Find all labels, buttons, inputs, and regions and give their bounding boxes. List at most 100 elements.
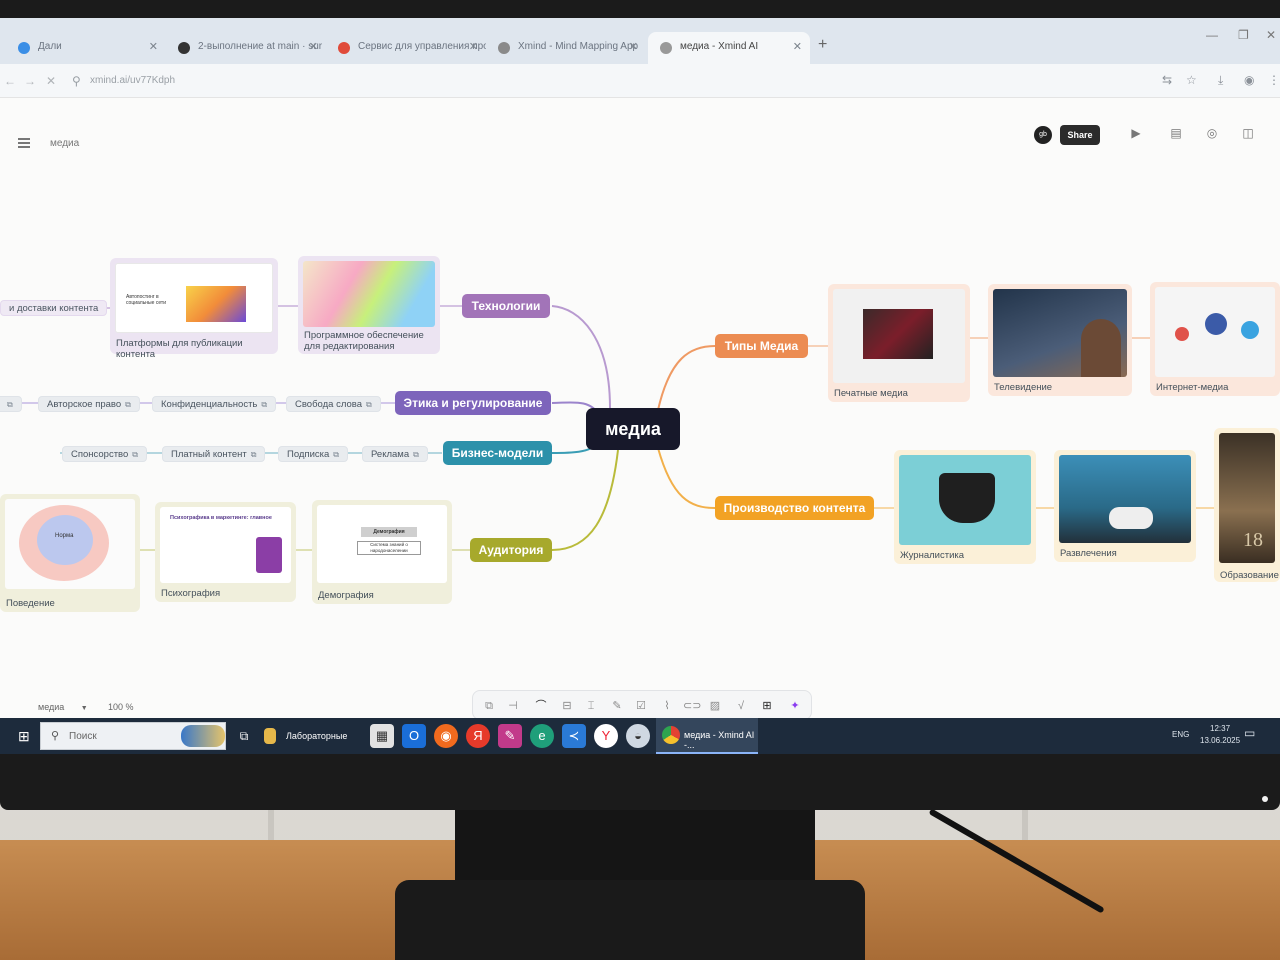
- add-subtopic-icon[interactable]: ⊣: [508, 700, 518, 712]
- close-icon[interactable]: ✕: [792, 41, 802, 53]
- card-software[interactable]: Программное обеспечение для редактирован…: [298, 256, 440, 354]
- subtopic-copyright[interactable]: Авторское право⧉: [38, 396, 140, 412]
- tab-xmind-app[interactable]: Xmind - Mind Mapping App ✕: [486, 32, 646, 64]
- site-info-icon[interactable]: ⚲: [72, 74, 81, 88]
- sheet-selector[interactable]: медиа ▼: [38, 702, 88, 712]
- outline-icon[interactable]: ▤: [1170, 126, 1182, 140]
- minimize-icon[interactable]: —: [1206, 28, 1218, 42]
- topic-audience[interactable]: Аудитория: [470, 538, 552, 562]
- external-link-icon[interactable]: ⧉: [365, 400, 372, 409]
- maximize-icon[interactable]: ❐: [1238, 28, 1249, 42]
- profile-icon[interactable]: ◉: [1244, 73, 1255, 87]
- back-icon[interactable]: ←: [4, 74, 16, 88]
- ai-sparkle-icon[interactable]: ✦: [790, 700, 800, 712]
- topic-technologies[interactable]: Технологии: [462, 294, 550, 318]
- topic-business-models[interactable]: Бизнес-модели: [443, 441, 552, 465]
- xmind-canvas[interactable]: медиа gb Share ▶ ▤ ◎ ◫: [0, 98, 1280, 736]
- subtopic-ads[interactable]: Реклама⧉: [362, 446, 428, 462]
- link-icon[interactable]: ⊂⊃: [683, 700, 702, 712]
- clock[interactable]: 12:37 13.06.2025: [1200, 723, 1240, 747]
- language-indicator[interactable]: ENG: [1172, 730, 1190, 739]
- tab-dali[interactable]: Дали ✕: [6, 32, 166, 64]
- tab-media-xmind[interactable]: медиа - Xmind AI ✕: [648, 32, 810, 64]
- external-link-icon[interactable]: ⧉: [132, 450, 139, 459]
- document-title[interactable]: медиа: [50, 138, 80, 149]
- app-icon[interactable]: ◒: [626, 724, 650, 748]
- subtopic-delivery[interactable]: и доставки контента: [0, 300, 108, 316]
- tab-github[interactable]: 2-выполнение at main · sur ✕: [166, 32, 326, 64]
- vscode-icon[interactable]: ≺: [562, 724, 586, 748]
- task-icon[interactable]: ☑: [636, 700, 646, 712]
- external-link-icon[interactable]: ⧉: [250, 450, 257, 459]
- external-link-icon[interactable]: ⧉: [413, 450, 419, 459]
- panel-toggle-icon[interactable]: ◫: [1242, 126, 1254, 140]
- subtopic-offscreen[interactable]: ⧉: [0, 396, 22, 412]
- zoom-level[interactable]: 100 %: [108, 702, 134, 712]
- topic-ethics[interactable]: Этика и регулирование: [395, 391, 551, 415]
- forward-icon[interactable]: →: [24, 74, 36, 88]
- image-icon[interactable]: ▨: [709, 700, 721, 712]
- note-icon[interactable]: ✎: [612, 700, 622, 712]
- reload-icon[interactable]: ✕: [46, 74, 57, 88]
- theme-icon[interactable]: ◎: [1206, 126, 1218, 140]
- translate-icon[interactable]: ⇆: [1162, 73, 1173, 87]
- url-field[interactable]: xmind.ai/uv77Kdph: [90, 75, 176, 86]
- card-entertainment[interactable]: Развлечения: [1054, 450, 1196, 562]
- outlook-icon[interactable]: O: [402, 724, 426, 748]
- close-icon[interactable]: ✕: [308, 41, 318, 53]
- task-view-icon[interactable]: ⧉: [239, 729, 249, 743]
- close-icon[interactable]: ✕: [628, 41, 638, 53]
- subtopic-subscription[interactable]: Подписка⧉: [278, 446, 349, 462]
- yandex-icon[interactable]: Я: [466, 724, 490, 748]
- external-link-icon[interactable]: ⧉: [333, 450, 340, 459]
- card-print-media[interactable]: Печатные медиа: [828, 284, 970, 402]
- taskbar-search[interactable]: ⚲ Поиск: [40, 722, 226, 750]
- card-education[interactable]: 18 Образование: [1214, 428, 1280, 582]
- add-topic-icon[interactable]: ⧉: [485, 700, 493, 712]
- notifications-icon[interactable]: ▭: [1244, 726, 1256, 740]
- relationship-icon[interactable]: ⌒: [535, 700, 547, 712]
- chrome-taskbar-item[interactable]: медиа - Xmind AI -...: [656, 718, 758, 754]
- topic-media-types[interactable]: Типы Медиа: [715, 334, 808, 358]
- summary-icon[interactable]: ⌶: [587, 700, 595, 712]
- folder-label[interactable]: Лабораторные: [286, 731, 348, 741]
- folder-icon[interactable]: [264, 728, 276, 744]
- bookmark-star-icon[interactable]: ☆: [1186, 73, 1197, 87]
- equation-icon[interactable]: √: [737, 700, 745, 712]
- windows-start-icon[interactable]: ⊞: [18, 728, 30, 744]
- firefox-icon[interactable]: ◉: [434, 724, 458, 748]
- attachment-icon[interactable]: ⌇: [664, 700, 670, 712]
- close-icon[interactable]: ✕: [468, 41, 478, 53]
- play-icon[interactable]: ▶: [1131, 126, 1141, 140]
- insert-icon[interactable]: ⊞: [762, 700, 772, 712]
- new-tab-icon[interactable]: +: [818, 36, 828, 53]
- external-link-icon[interactable]: ⧉: [261, 400, 268, 409]
- subtopic-privacy[interactable]: Конфиденциальность⧉: [152, 396, 277, 412]
- card-internet-media[interactable]: Интернет-медиа: [1150, 282, 1280, 396]
- download-icon[interactable]: ⤓: [1218, 73, 1224, 87]
- card-television[interactable]: Телевидение: [988, 284, 1132, 396]
- close-window-icon[interactable]: ✕: [1266, 28, 1277, 42]
- card-behavior[interactable]: Норма Поведение: [0, 494, 140, 612]
- card-platforms[interactable]: Автопостинг в социальные сети Платформы …: [110, 258, 278, 360]
- close-icon[interactable]: ✕: [148, 41, 158, 53]
- tab-service[interactable]: Сервис для управления прое ✕: [326, 32, 486, 64]
- boundary-icon[interactable]: ⊟: [562, 700, 572, 712]
- calendar-app-icon[interactable]: ▦: [370, 724, 394, 748]
- card-journalism[interactable]: Журналистика: [894, 450, 1036, 564]
- more-menu-icon[interactable]: ⋮: [1268, 73, 1280, 87]
- share-button[interactable]: Share: [1060, 125, 1100, 145]
- topic-content-production[interactable]: Производство контента: [715, 496, 874, 520]
- subtopic-sponsorship[interactable]: Спонсорство⧉: [62, 446, 148, 462]
- avatar[interactable]: gb: [1034, 126, 1052, 144]
- yandex-browser-icon[interactable]: Y: [594, 724, 618, 748]
- card-psychography[interactable]: Психографика в маркетинге: главное Психо…: [155, 502, 296, 602]
- central-topic[interactable]: медиа: [586, 408, 680, 450]
- subtopic-paid-content[interactable]: Платный контент⧉: [162, 446, 266, 462]
- external-link-icon[interactable]: ⧉: [125, 400, 131, 409]
- paint-icon[interactable]: ✎: [498, 724, 522, 748]
- hamburger-menu-icon[interactable]: [18, 138, 30, 148]
- subtopic-free-speech[interactable]: Свобода слова⧉: [286, 396, 381, 412]
- edge-icon[interactable]: e: [530, 724, 554, 748]
- card-demography[interactable]: Демография Система знаний о народонаселе…: [312, 500, 452, 604]
